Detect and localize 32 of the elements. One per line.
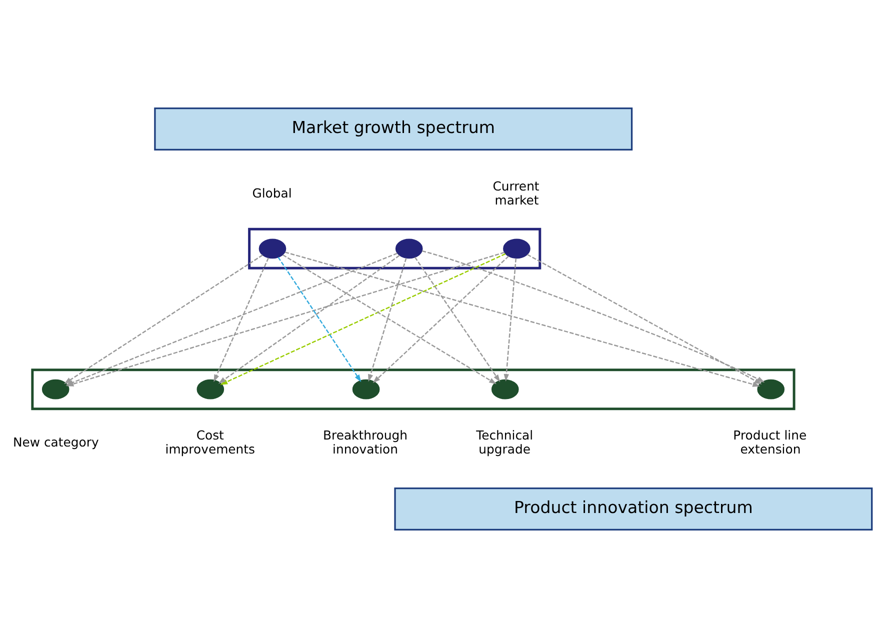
node-circle [757, 379, 785, 400]
arrow [504, 258, 517, 382]
arrow [527, 254, 762, 384]
node-label: Cost improvements [165, 427, 256, 457]
node-label: Global [252, 185, 292, 200]
arrow [414, 256, 500, 382]
node-circle [196, 379, 224, 400]
node-circle [352, 379, 380, 400]
arrow [218, 254, 400, 384]
cluster [248, 228, 542, 270]
cluster [31, 368, 796, 410]
node-label: New category [12, 434, 99, 450]
node-label: Product line extension [733, 427, 807, 457]
node-circle [395, 238, 423, 259]
node-label: Current market [492, 178, 540, 208]
arrow [422, 250, 765, 382]
arrow [372, 256, 510, 384]
arrow [220, 253, 506, 385]
arrow [214, 258, 269, 382]
node-box: Product innovation spectrum [394, 487, 873, 531]
arrow [64, 254, 263, 384]
node-label: Technical upgrade [476, 427, 534, 457]
node-circle [491, 379, 519, 400]
node-circle [42, 379, 70, 400]
node-circle [258, 238, 286, 259]
arrow [278, 256, 362, 382]
arrow [284, 252, 760, 387]
arrow [282, 254, 497, 384]
arrow [368, 258, 407, 382]
node-box: Market growth spectrum [154, 107, 633, 151]
node-circle [503, 238, 530, 259]
node-label: Breakthrough innovation [322, 427, 408, 457]
